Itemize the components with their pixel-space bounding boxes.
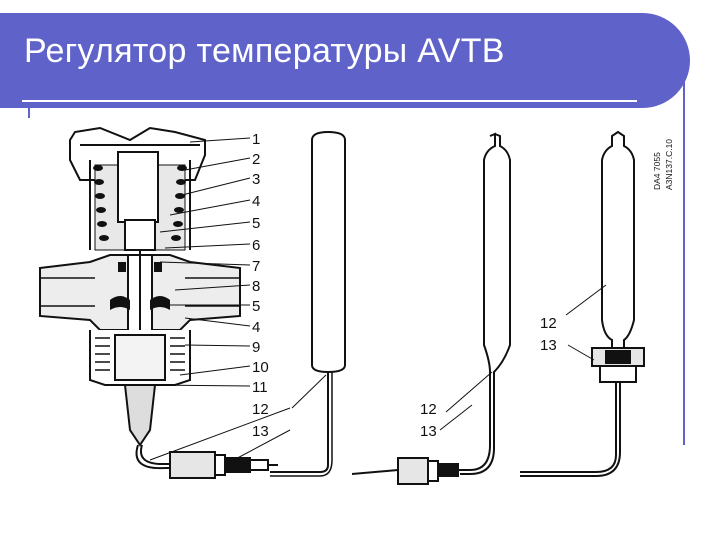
slide-title: Регулятор температуры AVTB <box>24 32 505 70</box>
label-1: 1 <box>252 131 260 148</box>
label-2: 2 <box>252 151 260 168</box>
sensor2-label-12: 12 <box>420 401 437 418</box>
drawing-code: DA4 7055 A3N137.C.10 <box>652 139 674 190</box>
label-13: 13 <box>252 423 269 440</box>
label-8: 8 <box>252 278 260 295</box>
left-tick-mark <box>28 106 30 118</box>
valve-seat <box>110 262 170 310</box>
sensor3-labels: 12 13 <box>540 315 557 354</box>
label-4b: 4 <box>252 319 260 336</box>
sensor3-label-13: 13 <box>540 337 557 354</box>
sensor3-label-12: 12 <box>540 315 557 332</box>
label-3: 3 <box>252 171 260 188</box>
label-11: 11 <box>252 379 268 396</box>
valve-leader-lines <box>149 137 291 463</box>
sensor-bulb-1 <box>270 130 346 477</box>
label-5: 5 <box>252 215 260 232</box>
drawing-code-line-1: DA4 7055 <box>652 152 662 190</box>
label-6: 6 <box>252 237 260 254</box>
label-7: 7 <box>252 258 260 275</box>
valve-cross-section <box>39 126 278 479</box>
right-side-rule <box>683 80 685 445</box>
sensor-bulb-2 <box>351 132 511 485</box>
label-4: 4 <box>252 193 260 210</box>
spring-coils <box>93 165 187 241</box>
title-bar <box>0 13 690 108</box>
label-9: 9 <box>252 339 260 356</box>
label-10: 10 <box>252 359 269 376</box>
label-5b: 5 <box>252 298 260 315</box>
sensor2-labels: 12 13 <box>420 401 437 440</box>
valve-labels: 1 2 3 4 5 6 7 8 5 4 9 10 11 12 13 <box>252 131 269 440</box>
bellows <box>95 337 185 371</box>
title-underline <box>22 100 637 102</box>
sensor-bulb-3 <box>520 130 645 477</box>
sensor2-label-13: 13 <box>420 423 437 440</box>
drawing-code-line-2: A3N137.C.10 <box>664 139 674 190</box>
label-12: 12 <box>252 401 269 418</box>
